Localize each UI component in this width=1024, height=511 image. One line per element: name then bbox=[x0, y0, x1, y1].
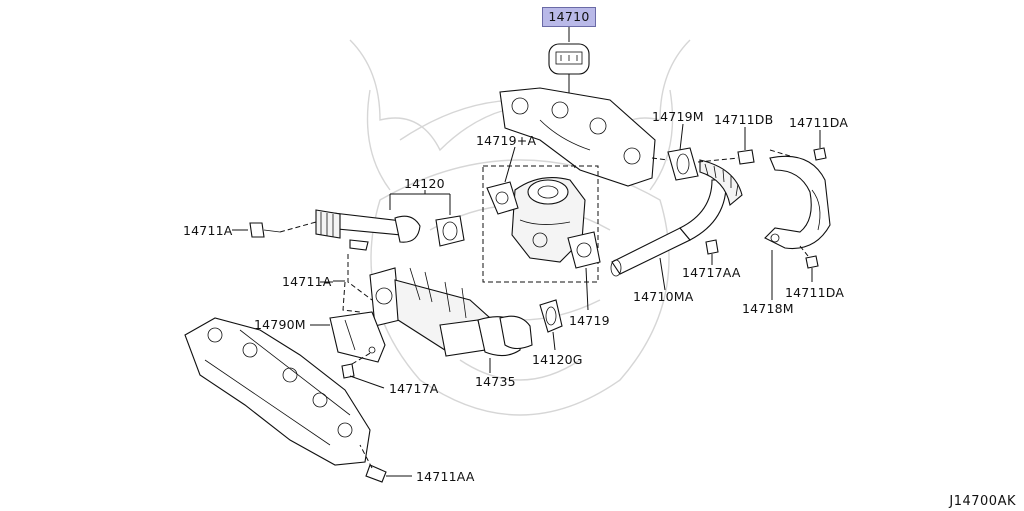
label-14719[interactable]: 14719 bbox=[569, 313, 610, 328]
gasket-14719A-part bbox=[486, 146, 519, 215]
egr-valve-part bbox=[511, 177, 586, 263]
bolt-14711DA-lower-part bbox=[799, 245, 819, 282]
label-14790M[interactable]: 14790M bbox=[254, 317, 306, 332]
label-14718M[interactable]: 14718M bbox=[742, 301, 794, 316]
label-14711DA-lower[interactable]: 14711DA bbox=[785, 285, 844, 300]
gasket-14719-part bbox=[567, 231, 601, 311]
connector-14719M-part bbox=[651, 123, 699, 181]
label-14711AA[interactable]: 14711AA bbox=[416, 469, 475, 484]
engine-block-part bbox=[184, 317, 371, 466]
egr-connector-part bbox=[548, 27, 590, 169]
highlighted-part-number[interactable]: 14710 bbox=[548, 9, 590, 24]
egr-pipe-14710MA-part bbox=[610, 159, 743, 291]
label-14711A-lower[interactable]: 14711A bbox=[282, 274, 332, 289]
highlighted-part-box bbox=[542, 7, 596, 27]
label-14719M[interactable]: 14719M bbox=[652, 109, 704, 124]
bracket-14718M-part bbox=[764, 149, 831, 300]
egr-tube-14120-part bbox=[315, 190, 465, 247]
egr-group-box bbox=[482, 165, 599, 283]
label-14719A[interactable]: 14719+A bbox=[476, 133, 536, 148]
bolt-14717A-part bbox=[341, 351, 385, 389]
heat-shield-part bbox=[310, 311, 386, 363]
bolt-14711AA-part bbox=[359, 444, 412, 483]
clamp-14120G-part bbox=[539, 299, 563, 351]
label-14711A-top[interactable]: 14711A bbox=[183, 223, 233, 238]
egr-cooler-part bbox=[369, 267, 533, 373]
label-14717AA[interactable]: 14717AA bbox=[682, 265, 741, 280]
diagram-code: J14700AK bbox=[949, 494, 1016, 509]
bolt-14711DA-top-part bbox=[813, 130, 827, 161]
label-14735[interactable]: 14735 bbox=[475, 374, 516, 389]
label-14120[interactable]: 14120 bbox=[404, 176, 445, 191]
bolt-14717AA-part bbox=[705, 239, 719, 265]
label-14711DA-top[interactable]: 14711DA bbox=[789, 115, 848, 130]
label-14120G[interactable]: 14120G bbox=[532, 352, 583, 367]
label-14710MA[interactable]: 14710MA bbox=[633, 289, 694, 304]
bolt-14711DB-part bbox=[697, 127, 755, 165]
label-14717A[interactable]: 14717A bbox=[389, 381, 439, 396]
label-14711DB[interactable]: 14711DB bbox=[714, 112, 773, 127]
manifold-top-part bbox=[499, 87, 656, 187]
bolt-14711A-lower-part bbox=[333, 239, 373, 313]
bolt-14711A-top-part bbox=[232, 221, 317, 238]
